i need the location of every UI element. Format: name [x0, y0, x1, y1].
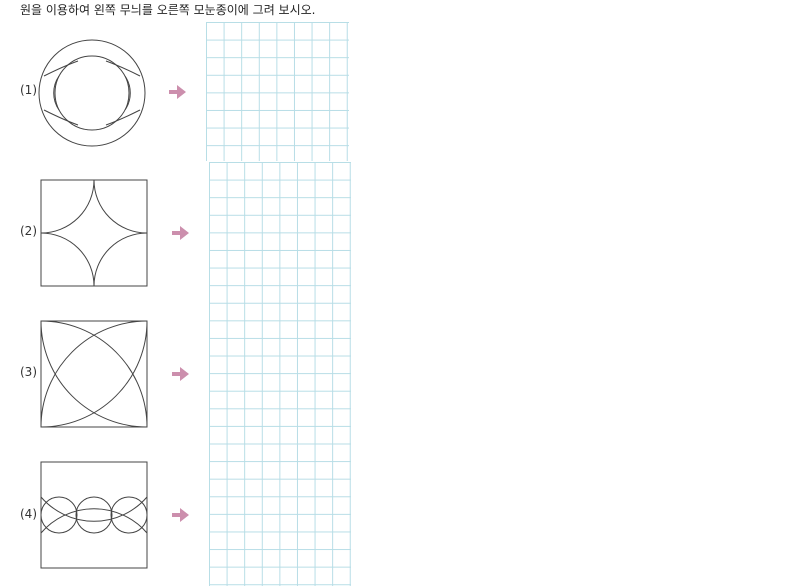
grid-paper-1: [206, 22, 349, 161]
pattern-1-figure: [38, 39, 146, 147]
pattern-4-figure: [40, 461, 148, 569]
pattern-2-figure: [40, 179, 148, 287]
instruction-text: 원을 이용하여 왼쪽 무늬를 오른쪽 모눈종이에 그려 보시오.: [20, 3, 316, 17]
problem-1-label: (1): [20, 83, 37, 97]
right-arrow-icon: [172, 226, 189, 240]
pattern-3-figure: [40, 320, 148, 428]
right-arrow-icon: [169, 85, 186, 99]
grid-paper-2: [209, 162, 351, 586]
right-arrow-icon: [172, 367, 189, 381]
problem-4-label: (4): [20, 507, 37, 521]
problem-3-label: (3): [20, 365, 37, 379]
right-arrow-icon: [172, 508, 189, 522]
problem-2-label: (2): [20, 224, 37, 238]
